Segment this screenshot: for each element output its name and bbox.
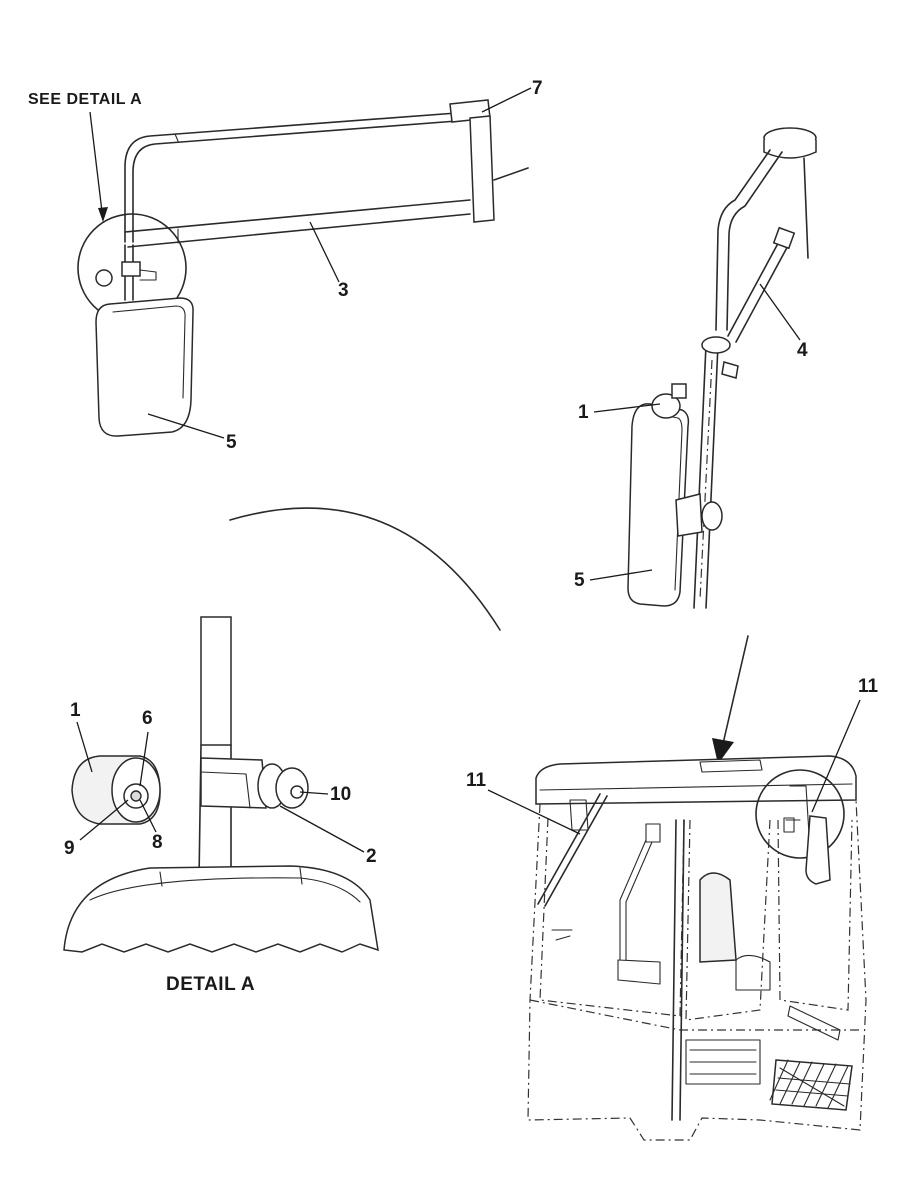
top-left-mirror-assembly — [77, 99, 529, 437]
cab-callout-11-right: 11 — [858, 676, 879, 697]
detail-callout-10: 10 — [330, 784, 351, 805]
detail-callout-1: 1 — [70, 700, 81, 721]
detail-callout-6: 6 — [142, 708, 153, 729]
callout-5: 5 — [226, 432, 237, 453]
callout-3: 3 — [338, 280, 349, 301]
top-right-mirror-assembly — [627, 127, 817, 609]
detail-a-drawing — [63, 616, 379, 953]
detail-arc — [229, 507, 501, 631]
callout-5-right: 5 — [574, 570, 585, 591]
see-detail-a-label: SEE DETAIL A — [28, 91, 142, 108]
detail-callout-9: 9 — [64, 838, 75, 859]
cab-callout-11-left: 11 — [466, 770, 487, 791]
detail-callout-8: 8 — [152, 832, 163, 853]
callout-1: 1 — [578, 402, 589, 423]
callout-4: 4 — [797, 340, 808, 361]
callout-7: 7 — [532, 78, 543, 99]
cab-drawing — [527, 635, 867, 1141]
detail-a-title: DETAIL A — [166, 974, 255, 995]
detail-callout-2: 2 — [366, 846, 377, 867]
